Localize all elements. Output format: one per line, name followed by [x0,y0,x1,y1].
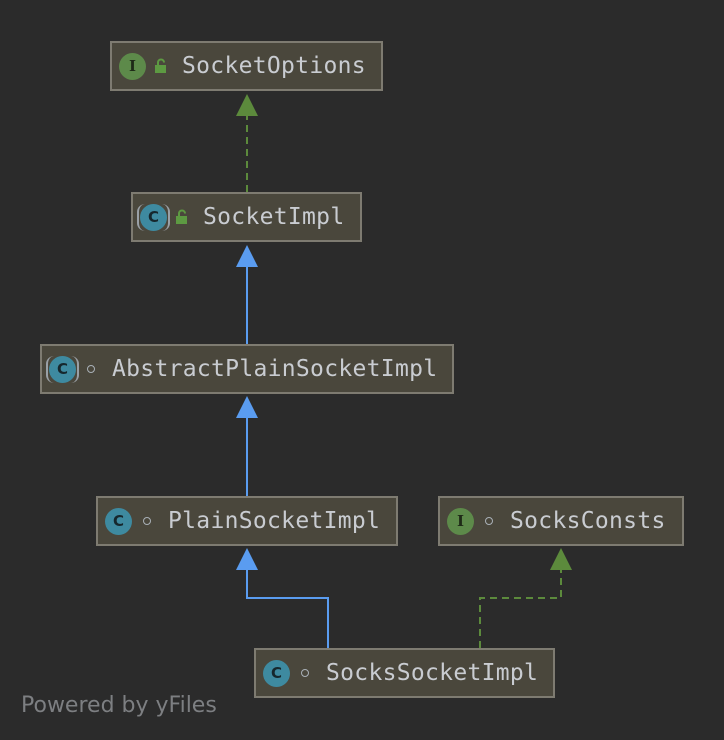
node-label: SocksSocketImpl [326,660,539,686]
node-label: SocketOptions [182,53,366,79]
edge-abstractplainsocketimpl-extends-socketimpl [236,245,258,344]
node-label: PlainSocketImpl [168,508,381,534]
interface-badge-icon: I [119,52,146,80]
node-label: SocksConsts [510,508,666,534]
node-abstractplainsocketimpl[interactable]: C AbstractPlainSocketImpl [40,344,454,394]
interface-badge-icon: I [447,507,474,535]
edge-plainsocketimpl-extends-abstractplainsocketimpl [236,396,258,496]
node-plainsocketimpl[interactable]: C PlainSocketImpl [96,496,398,546]
edge-socketimpl-implements-socketoptions [236,94,258,192]
package-private-dot-icon [478,517,500,525]
unlocked-padlock-icon [150,58,172,74]
unlocked-padlock-icon [171,209,193,225]
node-socketoptions[interactable]: I SocketOptions [110,41,383,91]
node-label: AbstractPlainSocketImpl [112,356,438,382]
node-socketimpl[interactable]: C SocketImpl [131,192,362,242]
class-badge-icon: C [263,659,290,687]
class-badge-icon: C [105,507,132,535]
edge-sockssocketimpl-extends-plainsocketimpl [236,548,329,648]
edge-sockssocketimpl-implements-socksconsts [479,548,572,648]
node-socksconsts[interactable]: I SocksConsts [438,496,684,546]
powered-by-footer: Powered by yFiles [21,693,217,718]
abstract-class-badge-icon: C [137,203,170,231]
node-label: SocketImpl [203,204,345,230]
package-private-dot-icon [136,517,158,525]
node-sockssocketimpl[interactable]: C SocksSocketImpl [254,648,555,698]
abstract-class-badge-icon: C [46,355,79,383]
package-private-dot-icon [80,365,102,373]
package-private-dot-icon [294,669,316,677]
